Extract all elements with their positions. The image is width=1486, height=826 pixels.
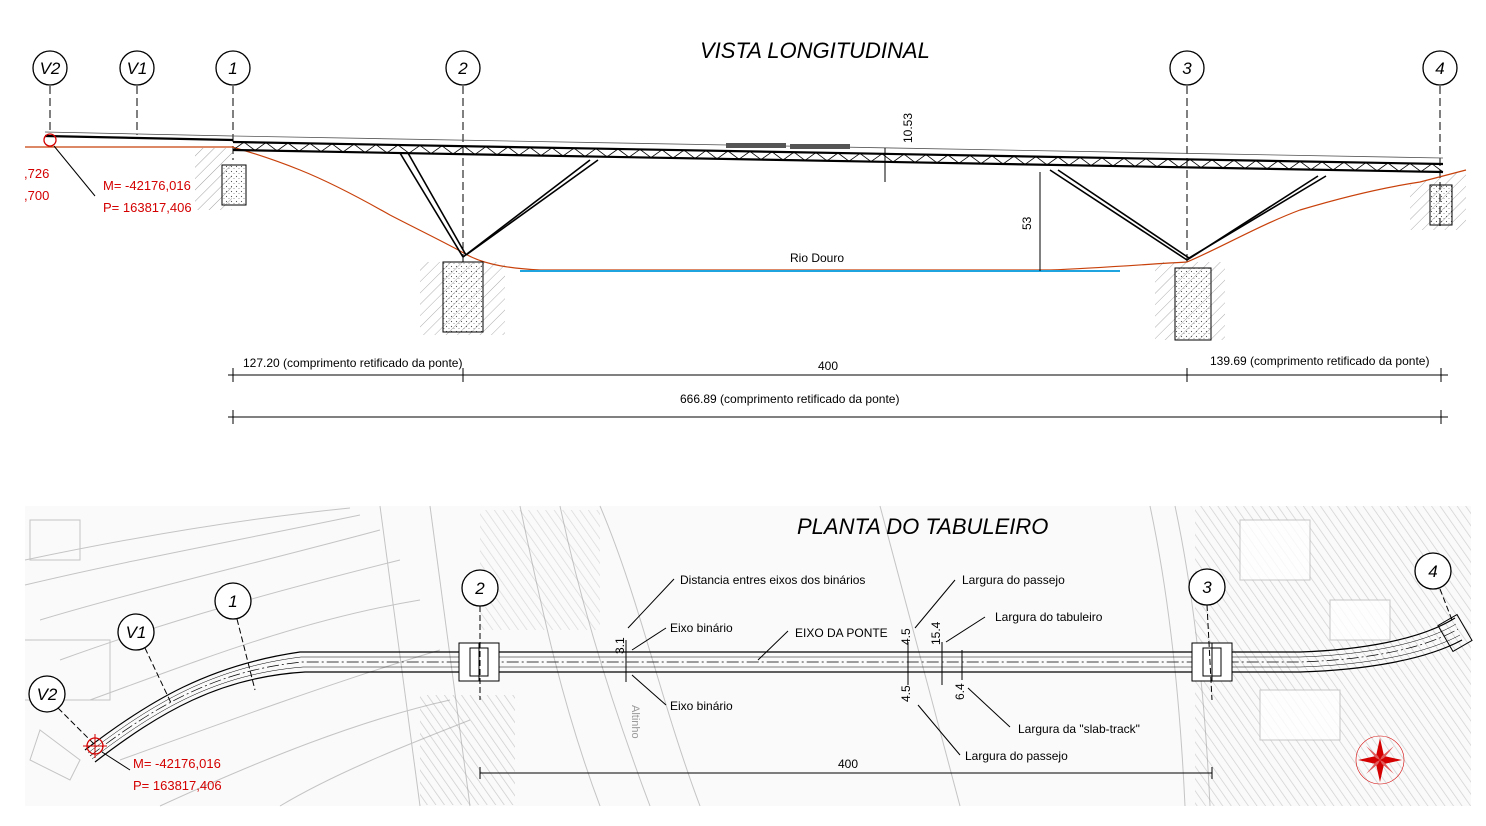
foundation-abutment-1 bbox=[221, 164, 247, 206]
label-dist-eixos: Distancia entres eixos dos binários bbox=[680, 573, 865, 587]
plan-coordinate-p: P= 163817,406 bbox=[133, 778, 222, 793]
label-eixo-binario-bottom: Eixo binário bbox=[670, 699, 733, 713]
approach-rail bbox=[44, 131, 234, 137]
pier-height-label: 53 bbox=[1020, 216, 1034, 230]
compass-rose-icon bbox=[1355, 735, 1405, 785]
dim-15-4: 15.4 bbox=[929, 621, 943, 645]
dim-4-5-top: 4.5 bbox=[899, 628, 913, 645]
dim-400-plan: 400 bbox=[838, 757, 858, 771]
plan-axis-label: 2 bbox=[474, 579, 485, 598]
plan-axis-label: 3 bbox=[1202, 578, 1212, 597]
label-slab-track: Largura da "slab-track" bbox=[1018, 722, 1140, 736]
elevation-title: VISTA LONGITUDINAL bbox=[700, 38, 930, 63]
dim-right-label: 139.69 (comprimento retificado da ponte) bbox=[1210, 354, 1429, 368]
deck-height-label: 10.53 bbox=[901, 113, 915, 143]
plan-axis-label: 1 bbox=[228, 592, 237, 611]
truss-web bbox=[232, 141, 1444, 173]
plan-axis-2: 2 bbox=[461, 569, 499, 700]
elevation-axis-label: 1 bbox=[228, 59, 237, 78]
plan-coordinate-marker bbox=[83, 734, 131, 771]
plan-axis-3: 3 bbox=[1188, 568, 1226, 701]
plan-axis-4: 4 bbox=[1414, 552, 1453, 621]
dim-3-1: 3.1 bbox=[613, 637, 627, 654]
elevation-axis-3: 3 bbox=[1169, 50, 1205, 262]
cut-coordinate-bottom: ,700 bbox=[24, 188, 49, 203]
coordinate-leader bbox=[53, 145, 96, 197]
plan-axis-1: 1 bbox=[214, 582, 256, 691]
elevation-axis-2: 2 bbox=[445, 50, 481, 262]
street-label: Altinho bbox=[629, 705, 641, 739]
plan-view: Altinho PLANTA DO TABULEIRO V2 bbox=[24, 505, 1473, 807]
plan-leaders bbox=[479, 578, 1213, 779]
elevation-axis-label: V2 bbox=[40, 59, 61, 78]
plan-axis-label: V1 bbox=[126, 623, 147, 642]
coordinate-p: P= 163817,406 bbox=[103, 200, 192, 215]
dimension-lines bbox=[228, 368, 1448, 424]
plan-pier-2 bbox=[458, 642, 500, 682]
plan-axis-v2: V2 bbox=[28, 675, 96, 746]
elevation-axis-v1: V1 bbox=[119, 50, 155, 135]
river-label: Rio Douro bbox=[790, 251, 844, 265]
plan-axis-label: 4 bbox=[1428, 562, 1437, 581]
label-tabuleiro: Largura do tabuleiro bbox=[995, 610, 1103, 624]
elevation-axis-1: 1 bbox=[215, 50, 251, 160]
plan-axis-label: V2 bbox=[37, 685, 58, 704]
label-eixo-binario-top: Eixo binário bbox=[670, 621, 733, 635]
foundation-pier-2 bbox=[442, 261, 484, 333]
elevation-axis-4: 4 bbox=[1422, 50, 1458, 230]
label-eixo-ponte: EIXO DA PONTE bbox=[795, 626, 888, 640]
dim-center-label: 400 bbox=[818, 359, 838, 373]
train-icon bbox=[726, 143, 850, 149]
terrain-profile bbox=[25, 146, 1467, 271]
label-passeio-top: Largura do passejo bbox=[962, 573, 1065, 587]
plan-pier-3 bbox=[1191, 642, 1233, 682]
truss-bottom-chord bbox=[232, 148, 1444, 174]
dim-left-label: 127.20 (comprimento retificado da ponte) bbox=[243, 356, 462, 370]
coordinate-marker bbox=[43, 133, 57, 147]
elevation-axis-label: 4 bbox=[1435, 59, 1444, 78]
elevation-axis-label: V1 bbox=[127, 59, 148, 78]
foundation-abutment-4 bbox=[1429, 184, 1453, 226]
approach-deck bbox=[44, 134, 234, 142]
plan-axis-v1: V1 bbox=[117, 613, 173, 706]
dim-4-5-bottom: 4.5 bbox=[899, 685, 913, 702]
label-passeio-bottom: Largura do passejo bbox=[965, 749, 1068, 763]
plan-title: PLANTA DO TABULEIRO bbox=[797, 514, 1048, 539]
v-struts bbox=[399, 152, 1327, 261]
plan-coordinate-m: M= -42176,016 bbox=[133, 756, 221, 771]
dim-6-4: 6.4 bbox=[953, 683, 967, 700]
elevation-axis-label: 2 bbox=[457, 59, 468, 78]
elevation-axis-label: 3 bbox=[1182, 59, 1192, 78]
cut-coordinate-top: ,726 bbox=[24, 166, 49, 181]
dim-total-label: 666.89 (comprimento retificado da ponte) bbox=[680, 392, 899, 406]
elevation-view: VISTA LONGITUDINAL V2 V1 1 2 3 bbox=[24, 38, 1467, 424]
coordinate-m: M= -42176,016 bbox=[103, 178, 191, 193]
elevation-axis-v2: V2 bbox=[32, 50, 68, 130]
plan-bridge-deck bbox=[84, 613, 1473, 763]
foundation-pier-3 bbox=[1174, 267, 1212, 341]
